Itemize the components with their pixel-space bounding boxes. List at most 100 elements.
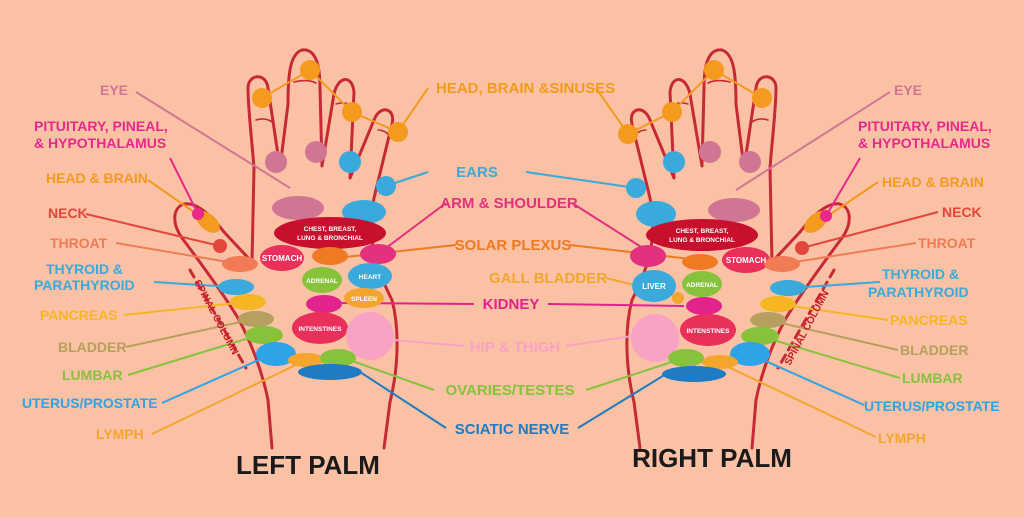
left-solar-zone [312,247,348,265]
left-heart-label: HEART [359,274,381,281]
left-uterus-label: UTERUS/PROSTATE [22,395,158,411]
right-intestines-label: INTENSTINES [687,328,731,335]
right-middle-dot-head [662,102,682,122]
left-heart-zone [348,263,392,289]
right-palm-title: RIGHT PALM [632,443,792,473]
left-uterus-zone [256,342,296,366]
left-intestines-label: INTENSTINES [299,326,343,333]
left-eye-dot-2 [305,141,327,163]
right-thyroid-label-2: PARATHYROID [868,284,969,300]
right-adrenal-label: ADRENAL [686,282,718,289]
left-intestines-zone [292,312,348,344]
right-neck-label: NECK [942,204,982,220]
right-adrenal-zone [682,271,722,297]
center-ovaries-testes-label: OVARIES/TESTES [446,382,575,399]
right-throat-zone [764,256,800,272]
right-eye-dot [739,151,761,173]
left-bladder-zone [238,311,274,327]
center-head-brain-sinuses-label: HEAD, BRAIN &SINUSES [436,80,615,97]
left-kidney-zone [306,295,342,313]
left-stomach-zone [260,245,304,271]
left-labels: EYE PITUITARY, PINEAL, & HYPOTHALAMUS HE… [22,82,168,442]
right-ovaries-zone [668,349,704,367]
left-adrenal-zone [302,267,342,293]
right-neck-zone [795,241,809,255]
right-hip-zone [631,314,679,362]
right-arm-zone [630,245,666,267]
left-spleen-label: SPLEEN [351,296,377,303]
center-sciatic-nerve-label: SCIATIC NERVE [455,421,569,438]
center-ears-label: EARS [456,164,498,181]
left-index-dot-head [300,60,320,80]
right-labels: EYE PITUITARY, PINEAL, & HYPOTHALAMUS HE… [858,82,1000,446]
right-finger-lines [635,79,769,135]
right-head-brain-label: HEAD & BRAIN [882,174,984,190]
right-lymph-zone [702,355,738,369]
right-uterus-zone [730,342,770,366]
right-pituitary-label-2: & HYPOTHALAMUS [858,135,990,151]
right-stomach-label: STOMACH [726,256,767,265]
right-uterus-label: UTERUS/PROSTATE [864,398,1000,414]
right-kidney-zone [686,297,722,315]
right-eye-dot-2 [699,141,721,163]
right-chest-label-1: CHEST, BREAST, [676,228,729,235]
right-ears-zone [636,201,676,227]
left-pancreas-label: PANCREAS [40,307,118,323]
right-eye-zone [708,198,760,222]
left-spine-line [188,268,248,370]
right-thumb-dot-head [752,88,772,108]
right-stomach-zone [722,247,770,273]
center-hip-thigh-label: HIP & THIGH [470,339,561,356]
left-neck-zone [213,239,227,253]
left-lymph-label: LYMPH [96,426,144,442]
center-solar-plexus-label: SOLAR PLEXUS [455,237,572,254]
left-thyroid-zone [218,279,254,295]
left-finger-lines [255,79,389,135]
left-neck-label: NECK [48,205,88,221]
center-arm-shoulder-label: ARM & SHOULDER [440,195,578,212]
right-thyroid-zone [770,280,806,296]
left-adrenal-label: ADRENAL [306,278,338,285]
left-pituitary-zone [192,208,204,220]
right-zones [618,60,832,382]
right-pituitary-zone [820,210,832,222]
right-chest-label-2: LUNG & BRONCHIAL [669,237,735,244]
right-throat-label: THROAT [918,235,976,251]
right-bladder-zone [750,312,786,328]
right-pancreas-zone [760,296,796,312]
right-pancreas-label: PANCREAS [890,312,968,328]
left-ring-dot-head [388,122,408,142]
center-gall-bladder-label: GALL BLADDER [489,270,607,287]
right-ear-dot [663,151,685,173]
left-pancreas-zone [230,294,266,310]
left-spleen-zone [344,288,384,308]
left-pituitary-label-2: & HYPOTHALAMUS [34,135,166,151]
left-middle-dot-head [342,102,362,122]
left-arm-zone [360,244,396,264]
left-lymph-zone [288,353,324,367]
right-liver-zone [632,270,676,302]
left-sciatic-zone [298,364,362,380]
right-solar-zone [682,254,718,270]
left-throat-label: THROAT [50,235,108,251]
center-labels: HEAD, BRAIN &SINUSES EARS ARM & SHOULDER… [436,80,615,438]
left-ear-dot-2 [376,176,396,196]
left-thyroid-label-1: THYROID & [46,261,123,277]
left-pituitary-label-1: PITUITARY, PINEAL, [34,118,168,134]
right-thyroid-label-1: THYROID & [882,266,959,282]
left-chest-zone [274,217,386,249]
left-hip-zone [346,312,394,360]
right-lymph-label: LYMPH [878,430,926,446]
left-chest-label-1: CHEST, BREAST, [304,226,357,233]
right-chest-zone [646,219,758,251]
right-sciatic-zone [662,366,726,382]
left-ear-dot [339,151,361,173]
right-index-dot-head [704,60,724,80]
right-eye-label: EYE [894,82,922,98]
zone-labels: CHEST, BREAST, LUNG & BRONCHIAL STOMACH … [262,226,767,335]
left-eye-label: EYE [100,82,128,98]
right-gall-zone [672,292,684,304]
left-ears-zone [342,200,386,224]
